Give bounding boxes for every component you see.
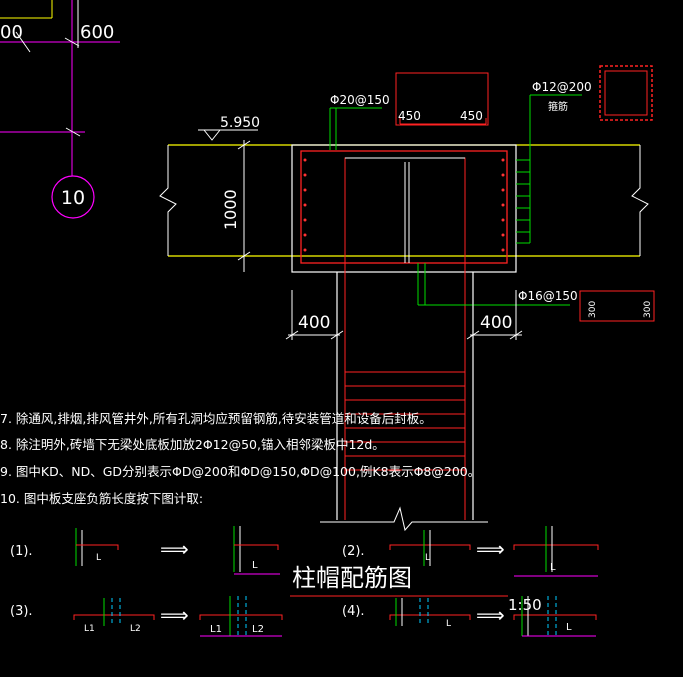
small-dim-b: 300 xyxy=(643,301,653,318)
drawing-title-block: 柱帽配筋图 1:50 xyxy=(290,564,542,614)
elevation-label: 5.950 xyxy=(220,115,260,131)
note-8: 8. 除注明外,砖墙下无梁处底板加放2Φ12@50,锚入相邻梁板中12d。 xyxy=(0,437,385,452)
rebar-side-note: 箍筋 xyxy=(548,100,568,113)
svg-text:L: L xyxy=(252,560,258,571)
svg-text:L2: L2 xyxy=(252,624,264,635)
dim-text-a: 00 xyxy=(0,22,23,43)
note-9: 9. 图中KD、ND、GD分别表示ΦD@200和ΦD@150,ΦD@100,例K… xyxy=(0,464,480,479)
section-box-left: 450 450 xyxy=(395,72,489,126)
scheme-2: (2). L ⟹ L xyxy=(342,526,599,577)
arrow-1: ⟹ xyxy=(160,537,189,561)
svg-text:L: L xyxy=(425,553,430,563)
svg-text:(1).: (1). xyxy=(10,544,33,559)
small-dim-box: 300 300 xyxy=(579,290,655,322)
svg-text:(4).: (4). xyxy=(342,604,365,619)
note-7: 7. 除通风,排烟,排风管井外,所有孔洞均应预留钢筋,待安装管道和设备后封板。 xyxy=(0,411,432,426)
svg-text:L2: L2 xyxy=(130,624,141,634)
beam-height-label: 1000 xyxy=(221,189,240,230)
column-capital xyxy=(291,144,570,532)
rebar-bottom-label: Φ16@150 xyxy=(518,289,578,303)
box-dim-a: 450 xyxy=(398,109,421,123)
scheme-3: (3). L1 L2 ⟹ L1 L2 xyxy=(10,596,283,637)
note-10: 10. 图中板支座负筋长度按下图计取: xyxy=(0,491,203,506)
axis-fragment: 10 00 600 xyxy=(0,0,120,219)
svg-text:L: L xyxy=(566,622,572,633)
drawing-scale: 1:50 xyxy=(508,596,542,614)
svg-text:L1: L1 xyxy=(210,624,222,635)
scheme-1: (1). L ⟹ L xyxy=(10,526,280,575)
arrow-3: ⟹ xyxy=(160,603,189,627)
grid-axis-label: 10 xyxy=(61,187,85,209)
small-dim-a: 300 xyxy=(588,301,598,318)
grid-axis-circle xyxy=(51,175,95,219)
width-dimensions: 400 400 xyxy=(285,290,523,340)
beam: 5.950 1000 xyxy=(159,115,649,272)
width-right-label: 400 xyxy=(480,313,512,333)
rebar-side-label: Φ12@200 xyxy=(532,80,592,94)
notes: 7. 除通风,排烟,排风管井外,所有孔洞均应预留钢筋,待安装管道和设备后封板。 … xyxy=(0,411,480,506)
rebar-top-label: Φ20@150 xyxy=(330,93,390,107)
scheme-4: (4). L ⟹ L xyxy=(342,596,597,637)
section-box-right xyxy=(599,65,653,121)
arrow-4: ⟹ xyxy=(476,603,505,627)
svg-text:L: L xyxy=(96,553,101,563)
drawing-title: 柱帽配筋图 xyxy=(292,564,412,592)
width-left-label: 400 xyxy=(298,313,330,333)
svg-text:(2).: (2). xyxy=(342,544,365,559)
dim-text-b: 600 xyxy=(80,22,114,43)
box-dim-b: 450 xyxy=(460,109,483,123)
svg-text:L: L xyxy=(446,619,451,629)
arrow-2: ⟹ xyxy=(476,537,505,561)
svg-text:L1: L1 xyxy=(84,624,95,634)
svg-text:(3).: (3). xyxy=(10,604,33,619)
rebar-labels: Φ20@150 Φ12@200 箍筋 Φ16@150 xyxy=(329,80,592,303)
svg-text:L: L xyxy=(550,562,556,573)
